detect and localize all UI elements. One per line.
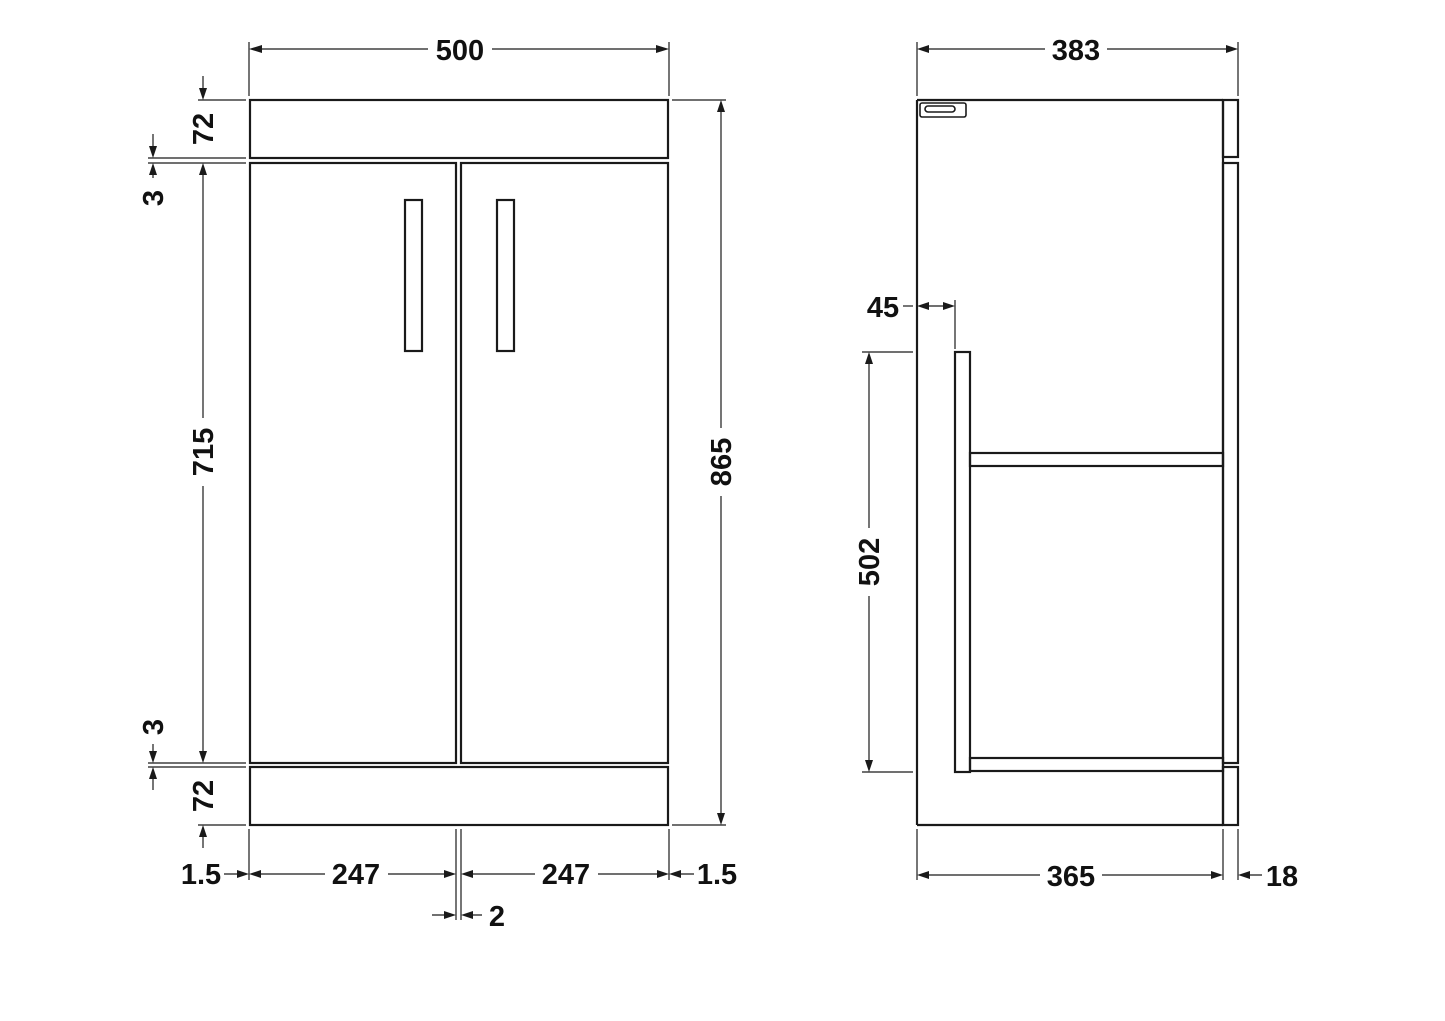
dim-overall-depth: 383 (916, 35, 1239, 96)
dim-left-edge-label: 1.5 (181, 859, 221, 891)
dim-door-gap-label: 2 (489, 901, 505, 933)
dim-top-gap-label: 3 (138, 190, 170, 206)
dim-right-edge: 1.5 (669, 859, 737, 891)
dim-left-door-width-label: 247 (332, 859, 380, 891)
dim-overall-width-label: 500 (436, 35, 484, 67)
back-panel (953, 350, 972, 774)
base-panel (968, 756, 1225, 773)
dim-carcass-depth: 365 (917, 861, 1223, 893)
dim-door-height-label: 715 (188, 428, 220, 476)
dim-right-door-width-label: 247 (542, 859, 590, 891)
dim-top-panel-height-label: 72 (188, 113, 220, 145)
dim-right-edge-label: 1.5 (697, 859, 737, 891)
dim-top-gap: 3 (138, 134, 170, 206)
dim-top-panel-height: 72 (188, 76, 220, 145)
dim-inset-label: 45 (867, 292, 899, 324)
side-view: 383 45 502 36 (854, 35, 1298, 893)
dim-door-gap: 2 (432, 901, 505, 933)
dim-overall-depth-label: 383 (1052, 35, 1100, 67)
plinth (248, 765, 670, 827)
dim-left-edge: 1.5 (181, 859, 249, 891)
basin-outline (919, 102, 967, 118)
right-door-handle (495, 198, 516, 353)
dim-inner-height: 502 (854, 351, 913, 773)
dim-overall-height: 865 (672, 99, 738, 826)
dim-carcass-depth-label: 365 (1047, 861, 1095, 893)
right-door (459, 161, 670, 765)
side-top-panel (1221, 98, 1240, 159)
dim-overall-width: 500 (248, 35, 670, 96)
dim-plinth-height-label: 72 (188, 780, 220, 812)
dim-door-thickness-label: 18 (1266, 861, 1298, 893)
side-door (1221, 161, 1240, 765)
dim-right-door-width: 247 (461, 859, 669, 891)
left-door (248, 161, 458, 765)
dim-plinth-height: 72 (188, 780, 220, 848)
top-panel (248, 98, 670, 160)
dim-bottom-gap-label: 3 (138, 719, 170, 735)
front-view: 500 72 3 715 (138, 35, 738, 933)
dim-bottom-gap: 3 (138, 719, 170, 790)
dim-inset: 45 (867, 292, 956, 349)
dim-overall-height-label: 865 (706, 438, 738, 486)
dim-inner-height-label: 502 (854, 538, 886, 586)
shelf (968, 451, 1225, 468)
dim-door-height: 715 (188, 163, 220, 763)
basin-overflow (924, 105, 956, 113)
side-plinth (1221, 765, 1240, 827)
dim-door-thickness: 18 (1238, 861, 1298, 893)
left-door-handle (403, 198, 424, 353)
dim-left-door-width: 247 (249, 859, 456, 891)
